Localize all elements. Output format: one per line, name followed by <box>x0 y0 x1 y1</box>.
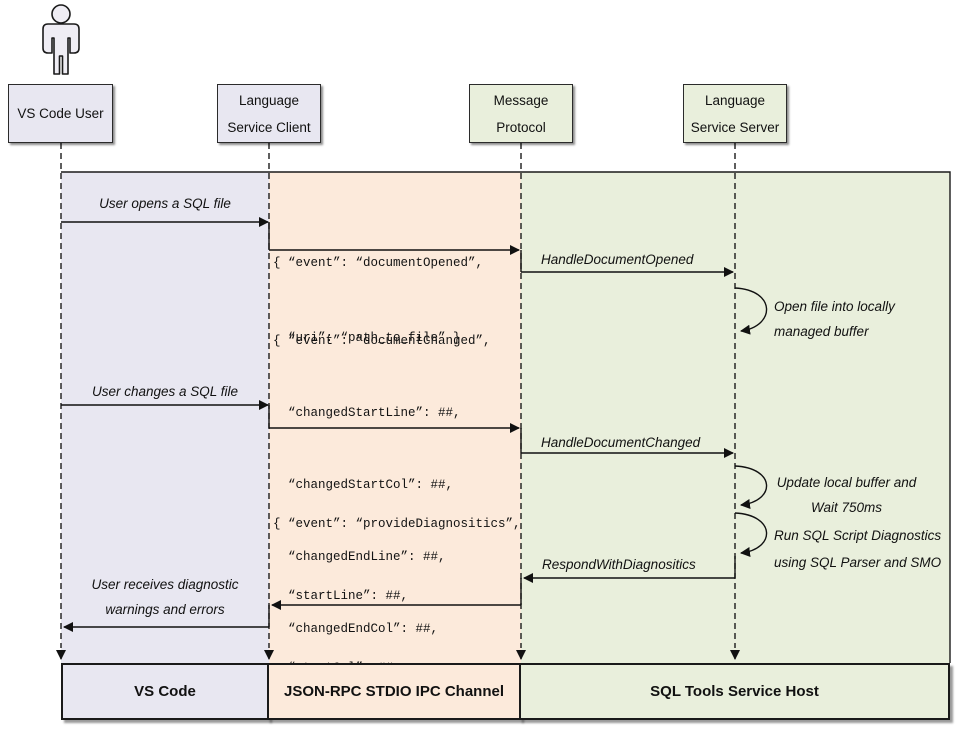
note-line: Run SQL Script Diagnostics <box>774 528 942 543</box>
message-arrows <box>61 217 768 632</box>
actor-label: VS Code User <box>17 106 104 121</box>
note-line: Open file into locally <box>774 299 895 314</box>
note-run-sql-diagnostics: Run SQL Script Diagnostics using SQL Par… <box>774 522 941 576</box>
message-label-line: warnings and errors <box>105 602 225 617</box>
lane-label: SQL Tools Service Host <box>650 683 819 700</box>
lane-json-rpc-channel: JSON-RPC STDIO IPC Channel <box>267 663 521 720</box>
self-loop-open-file <box>734 287 768 335</box>
actor-box-message-protocol: Message Protocol <box>469 84 573 143</box>
band-vscode <box>61 172 269 663</box>
payload-line: “changedEndCol”: ##, <box>273 622 439 636</box>
payload-document-opened: { “event”: “documentOpened”, “uri”: “pat… <box>273 201 483 401</box>
actor-label: Service Server <box>690 119 780 135</box>
actor-body <box>42 23 80 75</box>
lane-label: VS Code <box>134 683 196 700</box>
note-line: managed buffer <box>774 324 869 339</box>
actor-label: Service Client <box>227 119 311 135</box>
message-label-user-changes-file: User changes a SQL file <box>91 384 239 399</box>
message-label-line: User receives diagnostic <box>91 577 239 592</box>
band-ipc-channel <box>269 172 521 663</box>
actor-label: Message <box>493 92 549 108</box>
message-label-handle-document-opened: HandleDocumentOpened <box>541 252 694 267</box>
message-label-user-receives-diagnostics: User receives diagnostic warnings and er… <box>61 572 269 622</box>
actor-head <box>51 4 71 24</box>
actor-box-language-service-server: Language Service Server <box>683 84 787 143</box>
self-loop-run-diagnostics <box>734 512 768 557</box>
message-label-respond-with-diagnostics: RespondWithDiagnositics <box>542 557 696 572</box>
note-line: Update local buffer and <box>776 475 917 490</box>
note-update-buffer-wait: Update local buffer and Wait 750ms <box>748 470 945 520</box>
actor-label: Language <box>704 92 766 108</box>
payload-line: “changedStartLine”: ##, <box>273 406 461 420</box>
self-loop-update-buffer <box>734 465 768 509</box>
note-open-file-buffer: Open file into locally managed buffer <box>774 294 895 344</box>
actor-label: Protocol <box>496 119 546 135</box>
lane-sql-tools-service-host: SQL Tools Service Host <box>519 663 950 720</box>
payload-line: “uri”: “path_to_file” } <box>273 331 461 345</box>
user-actor-icon <box>42 4 80 75</box>
actor-label: Language <box>238 92 300 108</box>
payload-line: “changedStartCol”: ##, <box>273 478 454 492</box>
note-line: Wait 750ms <box>810 500 883 515</box>
payload-line: { “event”: “provideDiagnositics”, <box>273 517 521 531</box>
band-border <box>61 171 951 663</box>
actor-box-vscode-user: VS Code User <box>8 84 113 143</box>
actor-box-language-service-client: Language Service Client <box>217 84 321 143</box>
message-label-handle-document-changed: HandleDocumentChanged <box>541 435 701 450</box>
note-line: using SQL Parser and SMO <box>774 555 942 570</box>
payload-line: “endLine”: ##, <box>273 728 521 732</box>
lane-label: JSON-RPC STDIO IPC Channel <box>283 683 505 700</box>
payload-line: “changedEndLine”: ##, <box>273 550 446 564</box>
message-label-user-opens-file: User opens a SQL file <box>99 196 231 211</box>
lane-vscode: VS Code <box>61 663 269 720</box>
payload-line: { “event”: “documentOpened”, <box>273 256 484 270</box>
payload-line: “startLine”: ##, <box>273 589 409 603</box>
payload-line: { “event”: “documentChanged”, <box>273 334 491 348</box>
